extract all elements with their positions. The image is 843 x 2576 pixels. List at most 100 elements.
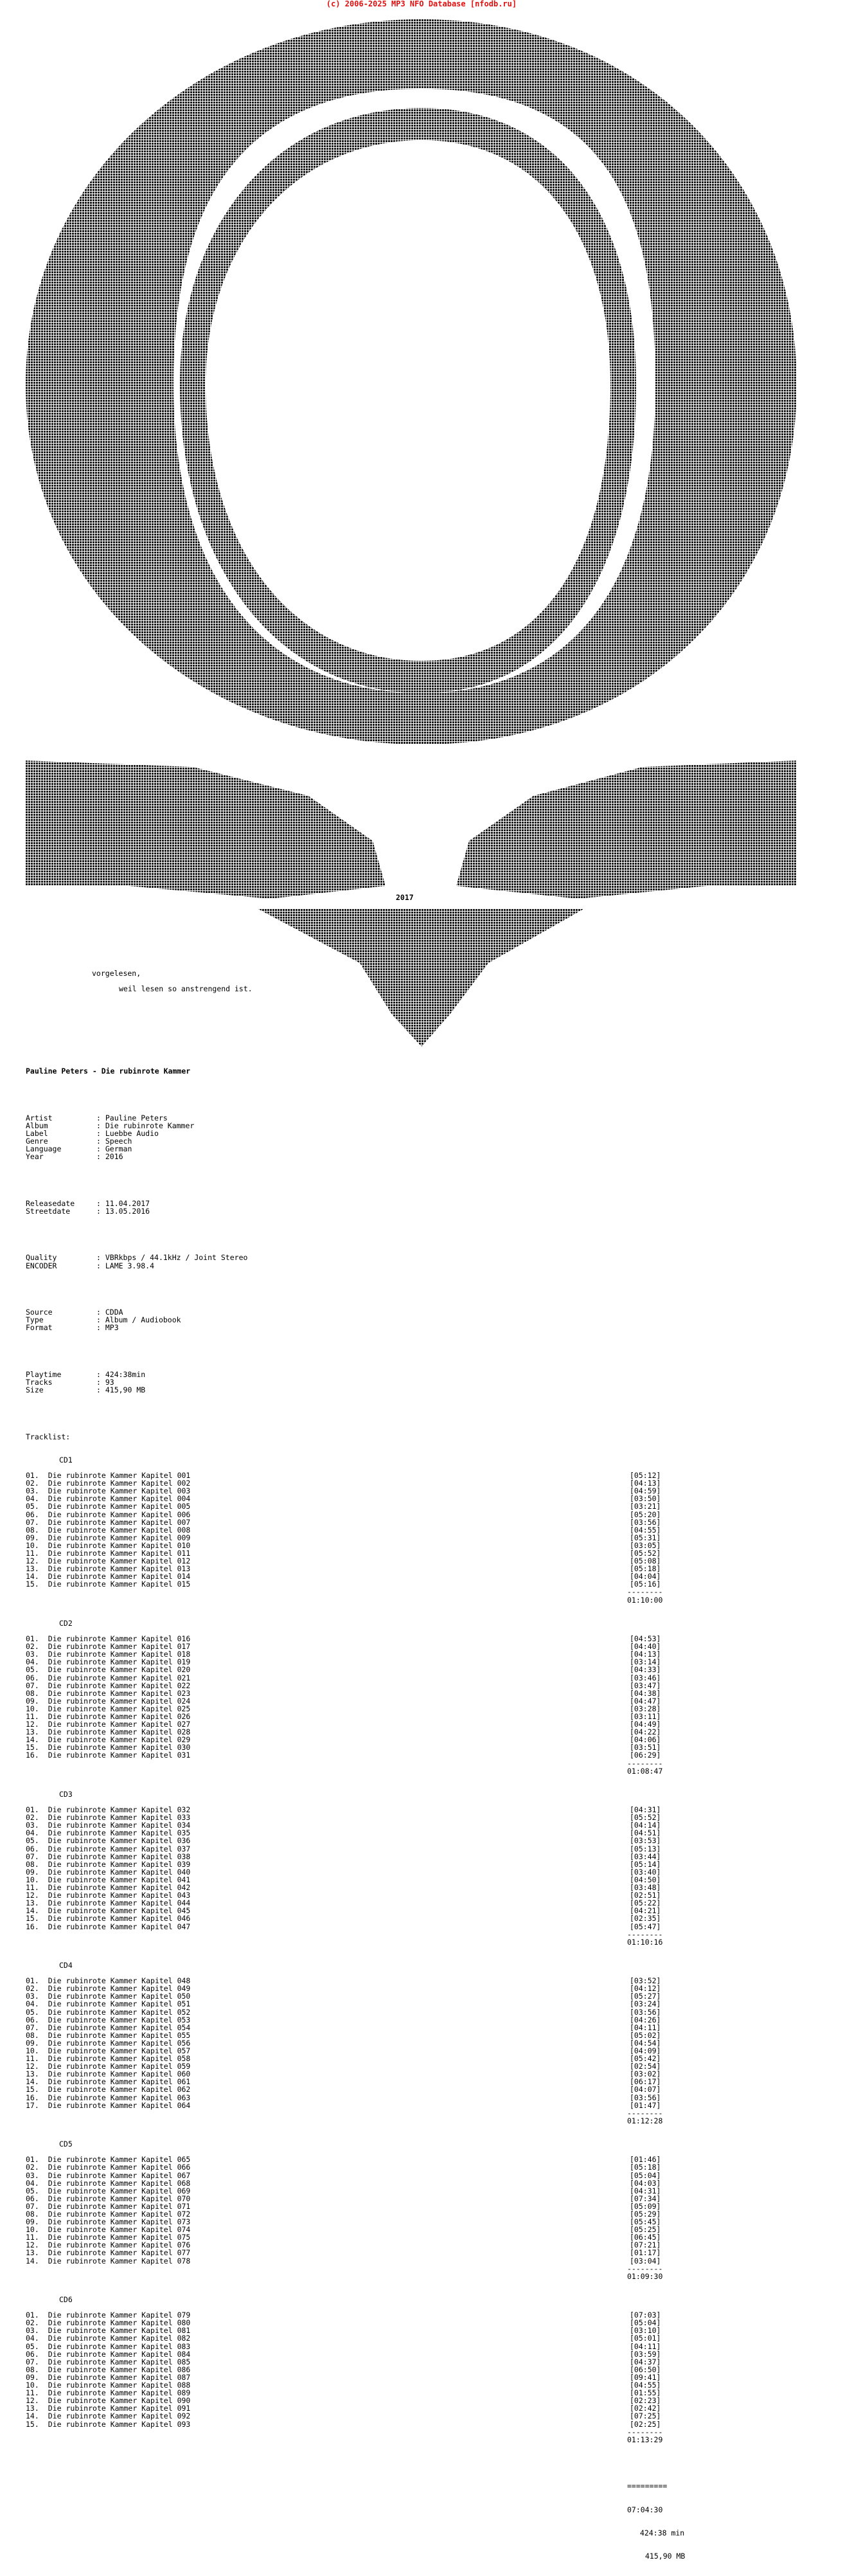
track-duration: [03:11] — [630, 1711, 661, 1721]
track-number: 16. — [26, 1751, 39, 1760]
track-number: 13. — [26, 2248, 39, 2258]
track-title: Die rubinrote Kammer Kapitel 033 — [48, 1813, 191, 1823]
info-key: Label — [26, 1128, 48, 1138]
track-title: Die rubinrote Kammer Kapitel 076 — [48, 2240, 191, 2250]
track-duration: [02:35] — [630, 1914, 661, 1923]
track-number: 15. — [26, 2085, 39, 2094]
track-number: 03. — [26, 1650, 39, 1659]
track-duration: [01:55] — [630, 2388, 661, 2398]
track-title: Die rubinrote Kammer Kapitel 003 — [48, 1486, 191, 1496]
track-duration: [02:54] — [630, 2062, 661, 2071]
cd-total: 01:10:16 — [627, 1937, 663, 1947]
source-value: CDDA — [105, 1308, 123, 1317]
source-row: Source: CDDA — [26, 1308, 123, 1317]
track-duration: [03:52] — [630, 1976, 661, 1986]
track-duration: [04:50] — [630, 1875, 661, 1884]
track-row: 02.Die rubinrote Kammer Kapitel 033[05:5… — [26, 1814, 685, 1821]
quality-row: ENCODER: LAME 3.98.4 — [26, 1261, 155, 1270]
track-number: 04. — [26, 1494, 39, 1504]
info-value: Luebbe Audio — [105, 1128, 159, 1138]
track-duration: [05:18] — [630, 2163, 661, 2172]
track-row: 06.Die rubinrote Kammer Kapitel 021[03:4… — [26, 1673, 685, 1681]
track-duration: [04:51] — [630, 1828, 661, 1838]
track-duration: [04:09] — [630, 2046, 661, 2055]
track-duration: [06:45] — [630, 2233, 661, 2242]
track-number: 15. — [26, 1743, 39, 1752]
release-heading: Pauline Peters - Die rubinrote Kammer — [26, 1067, 191, 1076]
track-duration: [05:47] — [630, 1922, 661, 1931]
track-title: Die rubinrote Kammer Kapitel 019 — [48, 1657, 191, 1667]
track-number: 09. — [26, 1533, 39, 1542]
track-duration: [04:13] — [630, 1479, 661, 1488]
track-row: 02.Die rubinrote Kammer Kapitel 049[04:1… — [26, 1985, 685, 1992]
track-duration: [03:21] — [630, 1502, 661, 1511]
track-duration: [05:45] — [630, 2217, 661, 2227]
track-number: 04. — [26, 1828, 39, 1838]
track-number: 15. — [26, 1580, 39, 1589]
grand-total-minutes: 424:38 min — [640, 2528, 685, 2537]
ascii-art-logo — [26, 19, 797, 1047]
quality-key: Quality — [26, 1253, 57, 1263]
track-number: 14. — [26, 2256, 39, 2265]
track-duration: [03:14] — [630, 1657, 661, 1667]
track-duration: [01:47] — [630, 2100, 661, 2110]
track-title: Die rubinrote Kammer Kapitel 058 — [48, 2054, 191, 2064]
track-duration: [04:31] — [630, 2186, 661, 2195]
track-number: 07. — [26, 2201, 39, 2211]
track-duration: [03:28] — [630, 1704, 661, 1713]
info-value: 2016 — [105, 1152, 123, 1162]
track-row: 02.Die rubinrote Kammer Kapitel 017[04:4… — [26, 1643, 685, 1650]
track-row: 12.Die rubinrote Kammer Kapitel 012[05:0… — [26, 1557, 685, 1565]
track-row: 08.Die rubinrote Kammer Kapitel 055[05:0… — [26, 2031, 685, 2039]
track-title: Die rubinrote Kammer Kapitel 004 — [48, 1494, 191, 1504]
track-title: Die rubinrote Kammer Kapitel 012 — [48, 1556, 191, 1566]
track-title: Die rubinrote Kammer Kapitel 054 — [48, 2022, 191, 2032]
track-number: 07. — [26, 2022, 39, 2032]
track-row: 02.Die rubinrote Kammer Kapitel 066[05:1… — [26, 2163, 685, 2171]
track-number: 11. — [26, 1883, 39, 1893]
source-row: Type: Album / Audiobook — [26, 1315, 181, 1325]
track-number: 05. — [26, 1665, 39, 1675]
dates-value: 13.05.2016 — [105, 1206, 150, 1216]
track-row: 12.Die rubinrote Kammer Kapitel 043[02:5… — [26, 1891, 685, 1899]
info-row: Album: Die rubinrote Kammer — [26, 1121, 195, 1130]
track-row: 05.Die rubinrote Kammer Kapitel 052[03:5… — [26, 2008, 685, 2015]
track-row: 03.Die rubinrote Kammer Kapitel 003[04:5… — [26, 1487, 685, 1495]
track-row: 03.Die rubinrote Kammer Kapitel 067[05:0… — [26, 2171, 685, 2179]
track-duration: [03:56] — [630, 1517, 661, 1527]
track-row: 06.Die rubinrote Kammer Kapitel 053[04:2… — [26, 2016, 685, 2024]
track-duration: [03:47] — [630, 1680, 661, 1690]
track-number: 11. — [26, 2233, 39, 2242]
info-key: Artist — [26, 1113, 53, 1122]
track-title: Die rubinrote Kammer Kapitel 070 — [48, 2193, 191, 2203]
track-number: 12. — [26, 1720, 39, 1729]
track-row: 14.Die rubinrote Kammer Kapitel 092[07:2… — [26, 2412, 685, 2420]
info-value: German — [105, 1144, 132, 1154]
track-duration: [05:25] — [630, 2225, 661, 2235]
track-title: Die rubinrote Kammer Kapitel 044 — [48, 1898, 191, 1908]
quality-row: Quality: VBRkbps / 44.1kHz / Joint Stere… — [26, 1253, 248, 1263]
track-row: 17.Die rubinrote Kammer Kapitel 064[01:4… — [26, 2102, 685, 2109]
source-value: MP3 — [105, 1323, 119, 1333]
info-row: Artist: Pauline Peters — [26, 1113, 168, 1122]
dates-key: Releasedate — [26, 1198, 75, 1208]
track-number: 08. — [26, 1688, 39, 1698]
quality-value: VBRkbps / 44.1kHz / Joint Stereo — [105, 1253, 248, 1263]
nfo-body: Pauline Peters - Die rubinrote Kammer Ar… — [26, 1052, 685, 2575]
track-title: Die rubinrote Kammer Kapitel 020 — [48, 1665, 191, 1675]
track-duration: [03:10] — [630, 2326, 661, 2336]
track-row: 13.Die rubinrote Kammer Kapitel 044[05:2… — [26, 1899, 685, 1907]
track-title: Die rubinrote Kammer Kapitel 069 — [48, 2186, 191, 2195]
track-row: 10.Die rubinrote Kammer Kapitel 074[05:2… — [26, 2226, 685, 2233]
track-row: 04.Die rubinrote Kammer Kapitel 004[03:5… — [26, 1495, 685, 1502]
track-row: 15.Die rubinrote Kammer Kapitel 046[02:3… — [26, 1914, 685, 1922]
nfo-document: (c) 2006-2025 MP3 NFO Database [nfodb.ru… — [26, 0, 797, 2560]
cd-separator: -------- — [627, 1587, 663, 1597]
info-row: Genre: Speech — [26, 1137, 132, 1146]
track-duration: [06:17] — [630, 2077, 661, 2087]
track-number: 02. — [26, 1642, 39, 1652]
track-number: 13. — [26, 1564, 39, 1574]
track-number: 13. — [26, 2069, 39, 2079]
